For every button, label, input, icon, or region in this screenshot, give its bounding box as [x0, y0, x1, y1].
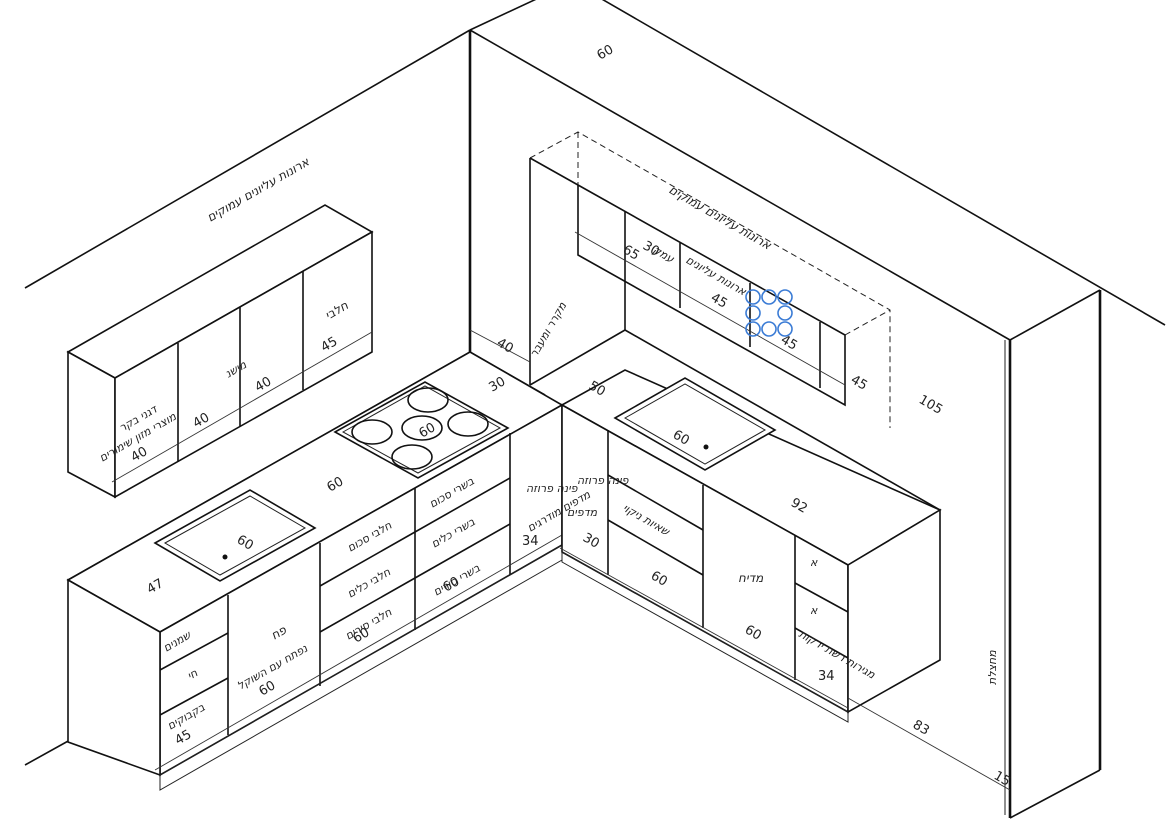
label-zavit: מחצלת [986, 650, 999, 685]
room-walls [24, 0, 1166, 819]
dim-60-drawers-a: 60 [351, 625, 373, 646]
dim-40-left-upper-a: 40 [253, 374, 275, 395]
left-upper-cabinets [66, 204, 374, 499]
dim-30-mid: 30 [580, 530, 602, 551]
dim-40-wall: 40 [494, 335, 516, 356]
label-madiah: מדיח [738, 571, 764, 585]
dim-60-counter: 60 [325, 474, 347, 495]
dim-60-sink-right: 60 [670, 427, 692, 448]
label-pina-pruha-b: פינה פרוזה [577, 474, 630, 487]
hob [333, 381, 510, 479]
sink-left [153, 489, 317, 582]
right-counter [559, 369, 1011, 791]
dim-45-upper-right: 45 [778, 332, 800, 353]
dim-60-oven: 60 [257, 678, 279, 699]
dim-40-left-upper-c: 40 [129, 444, 151, 465]
dim-40-left-upper-b: 40 [191, 410, 213, 431]
dim-60-top: 60 [595, 42, 617, 63]
dim-47: 47 [145, 576, 167, 597]
dim-60-bottom-right-a: 60 [648, 568, 670, 589]
dim-92: 92 [788, 495, 810, 516]
label-aaa: א [810, 556, 818, 569]
label-pina-pruha-a: פינה פרוזה [526, 482, 579, 495]
label-fridge: מקרר ומעבר [527, 300, 569, 360]
dim-45-upper-mid: 45 [708, 290, 730, 311]
dim-45-bottom-left: 45 [173, 727, 195, 748]
label-pah: פח [269, 623, 290, 643]
dim-60-drawers-b: 60 [441, 574, 463, 595]
circle-cluster-marker[interactable] [745, 289, 793, 337]
back-upper-cabinets [529, 131, 891, 428]
dim-34-left: 34 [522, 534, 539, 549]
dim-50: 50 [586, 378, 608, 399]
label-madafim: מדפים [567, 506, 598, 519]
dim-65: 65 [620, 242, 642, 263]
dim-45-left-upper: 45 [319, 334, 341, 355]
dim-30-upper: 30 [640, 238, 662, 259]
sink-right [613, 377, 777, 471]
dim-15: 15 [991, 768, 1013, 789]
dimension-labels: 60 40 30 50 105 45 45 45 65 30 45 40 40 … [129, 42, 1013, 790]
dim-34-right: 34 [818, 669, 835, 684]
dim-60-bottom-right-b: 60 [742, 622, 764, 643]
label-upper-left-title: ארונות עליונים עמוקים [205, 154, 313, 224]
dim-60-sink-left: 60 [234, 532, 256, 553]
dim-60-hob: 60 [417, 420, 439, 441]
dim-83: 83 [910, 717, 932, 738]
label-bbb: א [810, 604, 818, 617]
dim-30-wall: 30 [487, 374, 509, 395]
label-upper-right-title: ארונות עליונים עמוקים [667, 182, 775, 252]
dim-105: 105 [916, 392, 945, 417]
dim-45-right: 45 [848, 372, 870, 393]
